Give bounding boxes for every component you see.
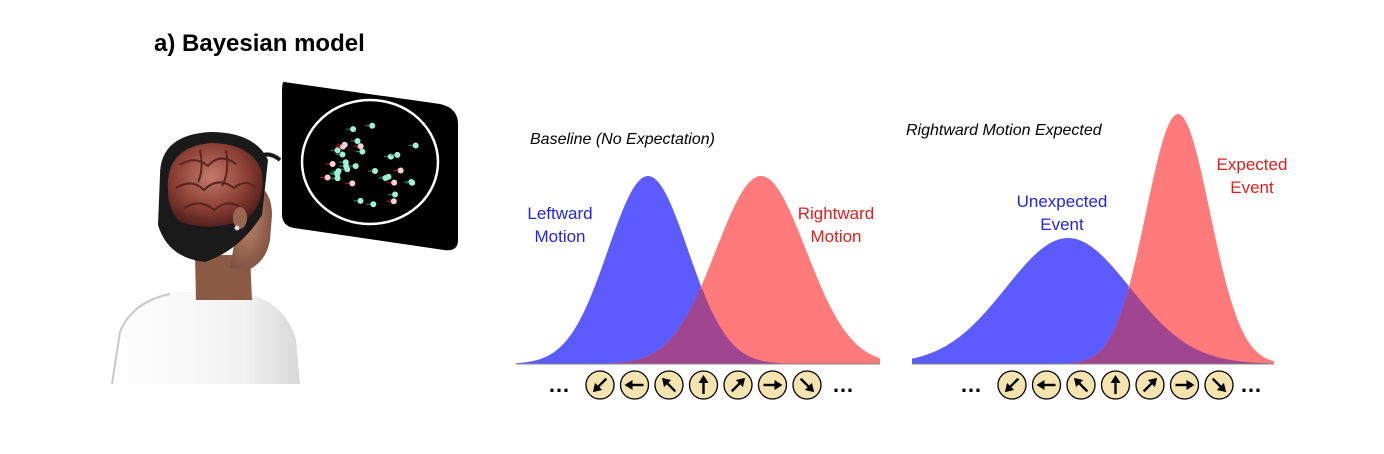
arrow-up-left-icon xyxy=(654,370,684,400)
panel-2-ellipsis-left: … xyxy=(960,372,982,397)
arrow-left-icon xyxy=(619,370,650,400)
panel-2-red-label-line-2: Event xyxy=(1230,178,1274,197)
motion-dot-field xyxy=(320,122,419,208)
panel-2-blue-label-line-2: Event xyxy=(1040,215,1084,234)
expected-event-curve xyxy=(912,114,1274,364)
panel-1-ellipsis-right: … xyxy=(832,372,854,397)
arrow-up-right-icon xyxy=(723,370,753,400)
unexpected-event-curve xyxy=(912,238,1274,364)
stimulus-screen xyxy=(282,81,458,251)
overlap-region xyxy=(912,287,1274,364)
arrow-right-icon xyxy=(757,370,788,400)
arrow-down-right-icon xyxy=(1204,370,1234,400)
panel-2-red-label-line-1: Expected xyxy=(1217,155,1288,174)
panel-expected: Rightward Motion Expected Unexpected Eve… xyxy=(906,114,1288,400)
figure-title: a) Bayesian model xyxy=(154,30,365,57)
arrow-up-icon xyxy=(688,370,719,400)
arrow-left-icon xyxy=(1031,370,1062,400)
arrow-down-left-icon xyxy=(585,370,615,400)
panel-1-ellipsis-left: … xyxy=(548,372,570,397)
panel-1-direction-arrows xyxy=(585,370,822,400)
person-illustration xyxy=(110,132,300,385)
panel-1-red-label-line-2: Motion xyxy=(810,227,861,246)
panel-baseline: Baseline (No Expectation) Leftward Motio… xyxy=(516,131,880,400)
arrow-down-right-icon xyxy=(792,370,822,400)
arrow-up-right-icon xyxy=(1135,370,1165,400)
brain-image xyxy=(167,143,263,227)
arrow-up-icon xyxy=(1100,370,1131,400)
panel-1-blue-label-line-2: Motion xyxy=(534,227,585,246)
rightward-motion-curve xyxy=(516,176,880,364)
panel-1-caption: Baseline (No Expectation) xyxy=(530,131,715,148)
leftward-motion-curve xyxy=(516,176,880,364)
arrow-up-left-icon xyxy=(1066,370,1096,400)
arrow-down-left-icon xyxy=(997,370,1027,400)
panel-1-red-label-line-1: Rightward xyxy=(798,204,875,223)
overlap-region xyxy=(516,288,880,364)
arrow-right-icon xyxy=(1169,370,1200,400)
panel-2-direction-arrows xyxy=(997,370,1234,400)
panel-2-ellipsis-right: … xyxy=(1240,372,1262,397)
panel-1-blue-label-line-1: Leftward xyxy=(527,204,592,223)
panel-2-blue-label-line-1: Unexpected xyxy=(1017,192,1108,211)
aperture-circle xyxy=(300,98,440,226)
panel-2-caption: Rightward Motion Expected xyxy=(906,122,1103,139)
